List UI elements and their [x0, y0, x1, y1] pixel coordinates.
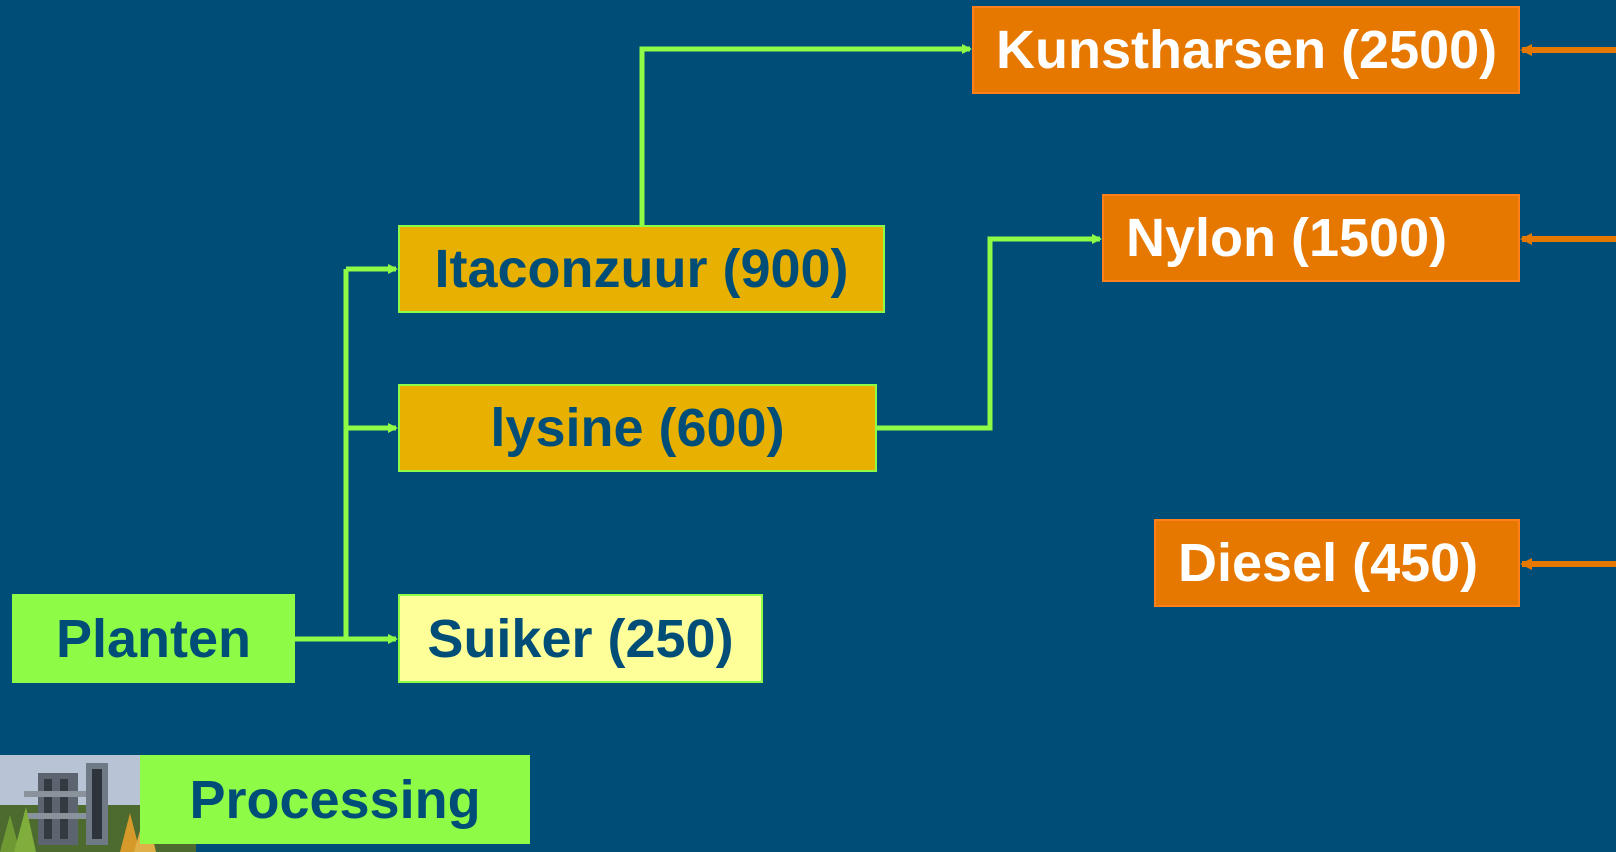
node-diesel: Diesel (450) [1154, 519, 1520, 607]
arrow-lysine-to-nylon [877, 234, 1102, 431]
node-lysine-label: lysine (600) [490, 398, 785, 458]
node-kunstharsen-label: Kunstharsen (2500) [996, 20, 1498, 80]
node-diesel-label: Diesel (450) [1178, 533, 1479, 593]
node-planten-label: Planten [55, 608, 252, 669]
node-nylon: Nylon (1500) [1102, 194, 1520, 282]
node-processing: Processing [140, 755, 530, 844]
node-suiker-label: Suiker (250) [427, 608, 734, 669]
arrow-itaconzuur-to-kunstharsen [639, 44, 972, 225]
node-itaconzuur-label: Itaconzuur (900) [434, 239, 849, 299]
node-planten: Planten [12, 594, 295, 683]
node-lysine: lysine (600) [398, 384, 877, 472]
processing-banner: Processing [0, 755, 530, 852]
node-nylon-label: Nylon (1500) [1126, 208, 1448, 268]
node-suiker: Suiker (250) [398, 594, 763, 683]
node-kunstharsen: Kunstharsen (2500) [972, 6, 1520, 94]
node-processing-label: Processing [189, 769, 481, 830]
node-itaconzuur: Itaconzuur (900) [398, 225, 885, 313]
